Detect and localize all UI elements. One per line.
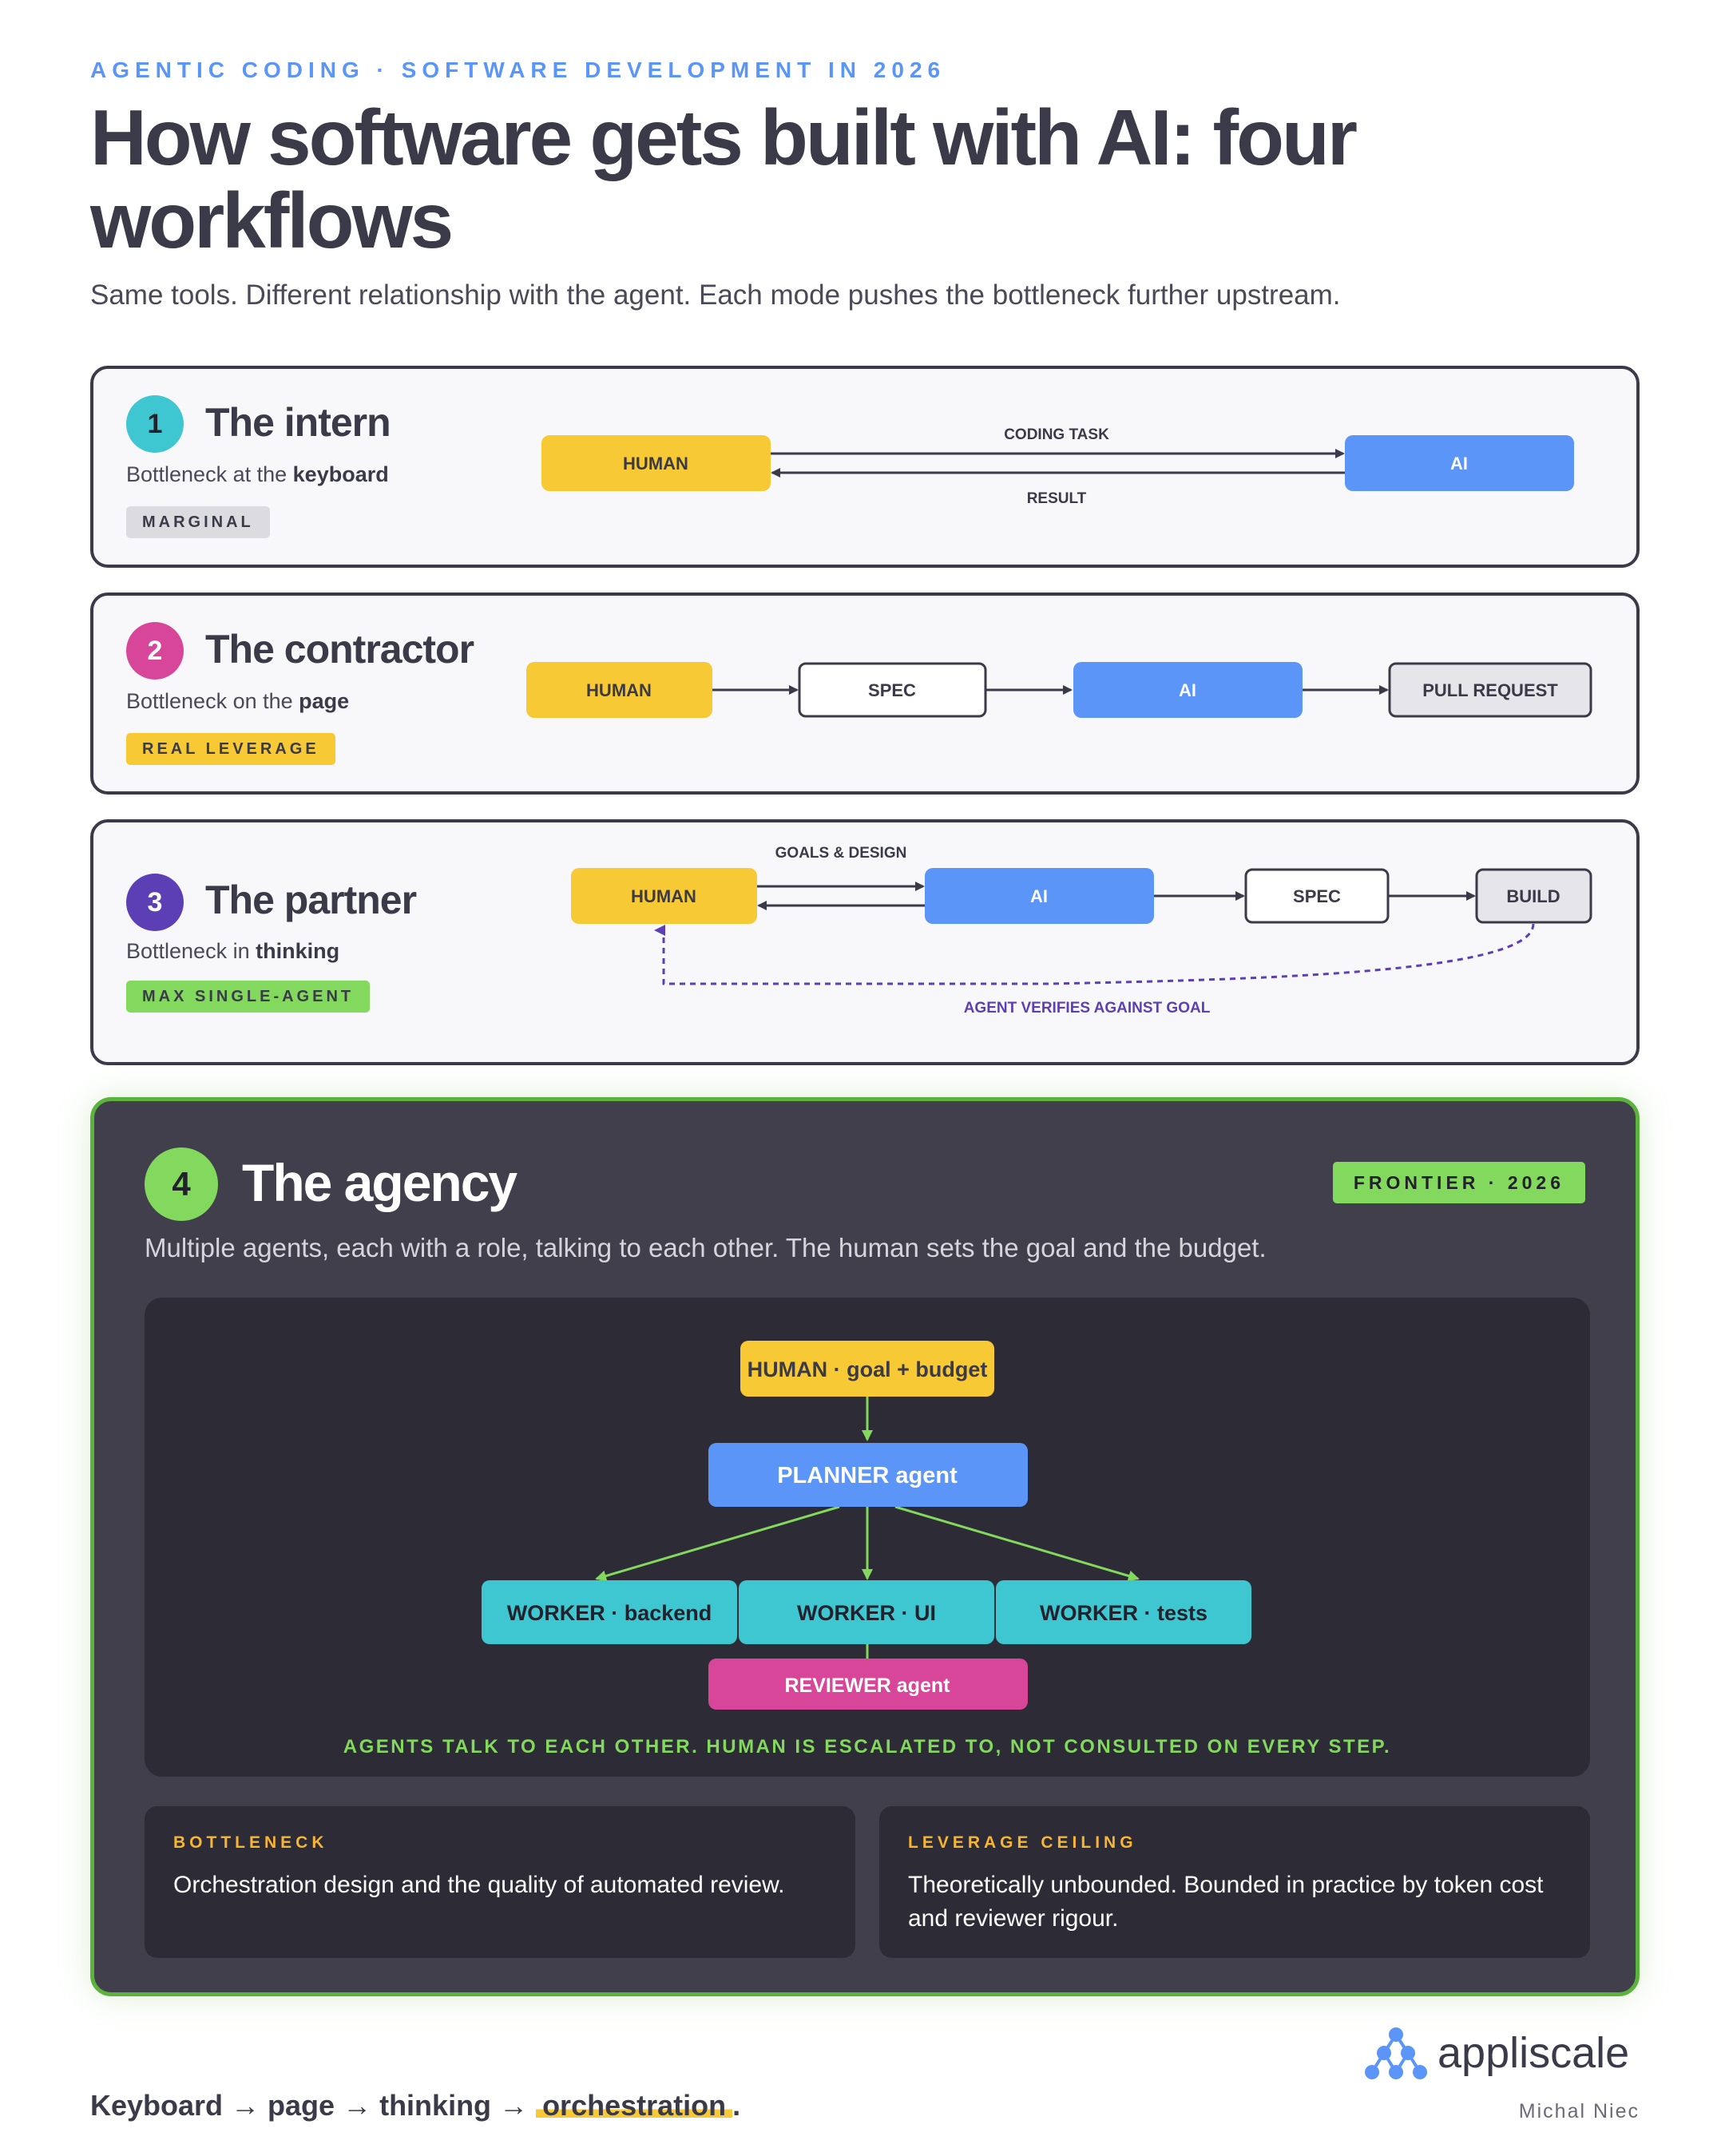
mode-panel-partner: 3 The partner Bottleneck in thinking MAX… <box>90 819 1640 1065</box>
mode-panel-intern: 1 The intern Bottleneck at the keyboard … <box>90 366 1640 568</box>
node-ai <box>1345 435 1574 491</box>
node-worker-ui-label: WORKER · UI <box>797 1601 936 1625</box>
mode-number-4: 4 <box>145 1147 218 1221</box>
bottleneck-key: keyboard <box>292 462 389 486</box>
card-leverage-ceiling: LEVERAGE CEILING Theoretically unbounded… <box>879 1806 1590 1958</box>
page-title: How software gets built with AI: four wo… <box>90 93 1358 264</box>
kicker: AGENTIC CODING · SOFTWARE DEVELOPMENT IN… <box>90 57 946 82</box>
node-ai-label: AI <box>1179 680 1196 700</box>
agency-caption: AGENTS TALK TO EACH OTHER. HUMAN IS ESCA… <box>343 1736 1391 1758</box>
node-ai <box>1073 662 1303 718</box>
node-reviewer <box>708 1659 1028 1710</box>
agency-flow-svg: HUMAN · goal + budget PLANNER agent WORK… <box>343 1341 1391 1758</box>
mode-tag: MAX SINGLE-AGENT <box>126 981 371 1013</box>
mode-bottleneck: Bottleneck on the page <box>126 689 349 714</box>
node-ai-label: AI <box>1450 454 1468 474</box>
mode-title: The contractor <box>205 627 474 672</box>
card-label: BOTTLENECK <box>173 1833 328 1852</box>
node-spec-label: SPEC <box>868 680 916 700</box>
mode-panel-contractor: 2 The contractor Bottleneck on the page … <box>90 593 1640 795</box>
node-worker-backend <box>482 1580 737 1644</box>
agency-subtitle: Multiple agents, each with a role, talki… <box>145 1233 1267 1262</box>
node-human <box>541 435 771 491</box>
footer-end: . <box>732 2089 741 2122</box>
node-human <box>740 1341 994 1397</box>
node-spec-label: SPEC <box>1293 886 1341 906</box>
edge-planner-worker-backend <box>595 1505 840 1582</box>
edge-label-verify: AGENT VERIFIES AGAINST GOAL <box>964 1000 1211 1017</box>
node-worker-backend-label: WORKER · backend <box>507 1601 712 1625</box>
card-bottleneck: BOTTLENECK Orchestration design and the … <box>145 1806 855 1958</box>
mode-title: The agency <box>242 1153 518 1212</box>
mode-bottleneck: Bottleneck at the keyboard <box>126 462 389 487</box>
node-human-label: HUMAN <box>623 454 688 474</box>
contractor-flow-diagram: HUMAN SPEC AI PULL REQUEST <box>526 662 1592 718</box>
footer-progression: Keyboard → page → thinking → orchestrati… <box>90 2089 740 2122</box>
mode-number-1: 1 <box>126 395 184 453</box>
mode-tag: MARGINAL <box>126 506 270 538</box>
page-subtitle: Same tools. Different relationship with … <box>90 279 1341 311</box>
node-human <box>571 868 757 924</box>
node-human-label: HUMAN <box>586 680 652 700</box>
card-text: Theoretically unbounded. Bounded in prac… <box>908 1872 1544 1932</box>
brand-name: appliscale <box>1438 2029 1630 2077</box>
footer-progression-text: Keyboard → page → thinking → <box>90 2089 537 2122</box>
node-human-label: HUMAN <box>631 886 696 906</box>
bottleneck-key: thinking <box>256 939 340 963</box>
card-label: LEVERAGE CEILING <box>908 1833 1137 1852</box>
node-worker-tests-label: WORKER · tests <box>1040 1601 1208 1625</box>
node-human-label: HUMAN · goal + budget <box>748 1357 988 1381</box>
edge-label-goals-design: GOALS & DESIGN <box>775 845 907 862</box>
author-name: Michal Niec <box>1518 2100 1640 2122</box>
bottleneck-key: page <box>299 689 350 713</box>
bottleneck-prefix: Bottleneck at the <box>126 462 288 486</box>
node-build <box>1475 868 1592 924</box>
node-worker-ui <box>739 1580 994 1644</box>
edge-label-result: RESULT <box>1027 490 1087 507</box>
node-build-label: BUILD <box>1506 886 1560 906</box>
edge-label-coding-task: CODING TASK <box>1004 426 1109 443</box>
node-human <box>526 662 712 718</box>
mode-number-2: 2 <box>126 622 184 680</box>
mode-number-3: 3 <box>126 874 184 931</box>
footer-highlight: orchestration <box>536 2089 733 2122</box>
node-worker-tests <box>996 1580 1251 1644</box>
arrow-verify-loop <box>654 923 1535 985</box>
node-pull-request <box>1388 662 1592 718</box>
mode-title: The partner <box>205 878 417 922</box>
node-planner <box>708 1443 1028 1507</box>
card-text: Orchestration design and the quality of … <box>173 1872 785 1898</box>
node-ai <box>925 868 1154 924</box>
mode-tag: REAL LEVERAGE <box>126 733 335 765</box>
agency-diagram: HUMAN · goal + budget PLANNER agent WORK… <box>145 1298 1590 1777</box>
bottleneck-prefix: Bottleneck on the <box>126 689 293 713</box>
node-pull-request-label: PULL REQUEST <box>1422 680 1558 700</box>
mode-tag: FRONTIER · 2026 <box>1332 1162 1585 1203</box>
edge-planner-worker-tests <box>894 1505 1140 1582</box>
mode-bottleneck: Bottleneck in thinking <box>126 939 339 964</box>
mode-title: The intern <box>205 400 391 445</box>
partner-flow-diagram: HUMAN GOALS & DESIGN AI SPEC BUILD AGENT… <box>571 845 1592 1017</box>
appliscale-logo-icon <box>1365 2027 1427 2079</box>
bottleneck-prefix: Bottleneck in <box>126 939 250 963</box>
node-reviewer-label: REVIEWER agent <box>785 1674 951 1697</box>
node-ai-label: AI <box>1030 886 1048 906</box>
mode-panel-agency: 4 The agency FRONTIER · 2026 Multiple ag… <box>90 1097 1640 1996</box>
intern-flow-diagram: HUMAN AI CODING TASK RESULT <box>541 426 1574 507</box>
node-planner-label: PLANNER agent <box>777 1463 958 1488</box>
